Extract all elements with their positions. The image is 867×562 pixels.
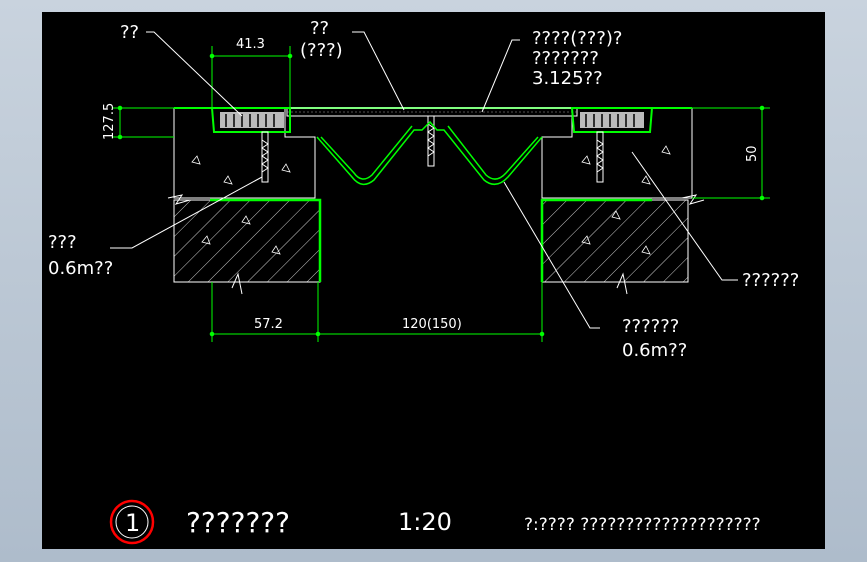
label-right-mid: ?????? xyxy=(742,270,799,291)
label-top-right-2: ??????? xyxy=(532,48,599,69)
dim-127-5: 127.5 xyxy=(102,103,117,140)
title-block: 1 ??????? 1:20 ?:???? ??????????????????… xyxy=(109,499,761,545)
left-hatched-base xyxy=(173,198,322,283)
right-hatched-base xyxy=(540,198,689,283)
aggregate-marks xyxy=(191,145,671,255)
label-top-mid-2: (???) xyxy=(300,40,343,61)
detail-scale: 1:20 xyxy=(398,508,452,536)
label-top-right-3: 3.125?? xyxy=(532,68,603,89)
left-anchor-profile xyxy=(210,107,291,133)
label-bottom-right-1: ?????? xyxy=(622,316,679,337)
dim-57-2: 57.2 xyxy=(254,317,283,332)
detail-number-marker xyxy=(109,499,155,545)
dim-50: 50 xyxy=(745,145,760,162)
expansion-joint-detail: ?? ?? (???) ????(???)? ??????? 3.125?? ?… xyxy=(48,18,799,545)
dimension-lines xyxy=(112,46,770,342)
anchor-bolts xyxy=(261,115,604,183)
dim-120-150: 120(150) xyxy=(402,317,462,332)
leader-lines xyxy=(110,31,738,329)
label-top-mid-1: ?? xyxy=(310,18,329,39)
detail-note: ?:???? ???????????????????? xyxy=(524,515,761,535)
dim-41-3: 41.3 xyxy=(236,37,265,52)
label-top-right-1: ????(???)? xyxy=(532,28,622,49)
waterstop-membrane xyxy=(316,120,543,186)
label-top-left: ?? xyxy=(120,22,139,43)
detail-title: ??????? xyxy=(186,506,290,539)
right-concrete-slab xyxy=(541,108,693,199)
detail-number: 1 xyxy=(125,509,140,537)
break-marks xyxy=(167,194,705,295)
label-left-mid-2: 0.6m?? xyxy=(48,258,113,279)
label-left-mid-1: ??? xyxy=(48,232,77,253)
right-anchor-profile xyxy=(570,107,654,133)
label-bottom-right-2: 0.6m?? xyxy=(622,340,687,361)
cad-drawing-area[interactable]: ?? ?? (???) ????(???)? ??????? 3.125?? ?… xyxy=(42,12,825,549)
